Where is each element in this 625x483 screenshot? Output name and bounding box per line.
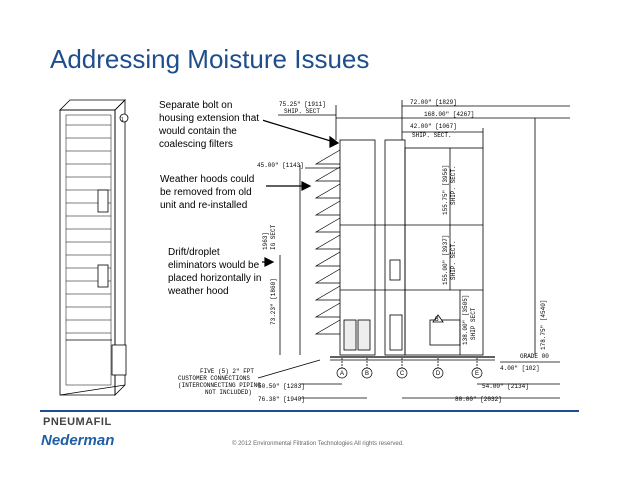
- callout-bolt: Separate bolt on housing extension that …: [159, 99, 263, 151]
- dim-top-3: 72.00" [1829]: [410, 99, 457, 106]
- grid-marker-label: E: [475, 371, 479, 377]
- dim-left-4: 73.23" [1860]: [270, 278, 277, 325]
- dim-bottom-3: 54.00" [2134]: [482, 383, 529, 390]
- footer-rule: [40, 410, 579, 412]
- item-marker: 1: [121, 117, 124, 123]
- dim-top-4: 168.00" [4267]: [424, 111, 474, 118]
- connections-note-3: (INTERCONNECTING PIPING: [178, 382, 261, 389]
- callout-eliminators: Drift/droplet eliminators would be place…: [168, 246, 262, 298]
- grade-dim: 4.00" [102]: [500, 365, 540, 372]
- dim-top-5: 42.00" [1067]: [410, 123, 457, 130]
- isometric-unit-view: [59, 99, 129, 396]
- brand-logo-nederman: Nederman: [41, 432, 115, 449]
- dim-top-6: SHIP. SECT.: [412, 132, 452, 139]
- weather-hood-louver: [314, 234, 341, 250]
- weather-hood-louver: [314, 319, 341, 335]
- dim-left-3: IG SECT: [270, 224, 277, 250]
- weather-hood-louver: [314, 285, 341, 301]
- callout-weather-hoods: Weather hoods could be removed from old …: [160, 173, 266, 212]
- dim-bottom-4: 80.00" [2032]: [455, 396, 502, 403]
- slide-title: Addressing Moisture Issues: [50, 44, 370, 74]
- connections-note-1: FIVE (5) 2" FPT: [200, 368, 254, 375]
- weather-hood-louver: [314, 268, 341, 284]
- grade-label: GRADE 00: [520, 353, 549, 360]
- weather-hood-louver: [314, 217, 341, 233]
- grid-markers: A B C D E: [336, 367, 483, 379]
- grid-marker-label: D: [436, 371, 441, 377]
- grid-marker-label: A: [340, 371, 344, 377]
- weather-hood-louver: [314, 251, 341, 267]
- elevation-view: [257, 100, 570, 399]
- dim-left-2: 1963]: [262, 232, 269, 250]
- dim-top-1: 75.25" [1911]: [279, 101, 326, 108]
- grid-marker-label: B: [365, 371, 369, 377]
- grid-marker-label: C: [400, 371, 405, 377]
- brand-logo-pneumafil: PNEUMAFIL: [43, 416, 112, 428]
- dim-left-1: 45.00" [1143]: [257, 162, 304, 169]
- grid-marker-circle: [396, 367, 408, 379]
- connections-note-4: NOT INCLUDED): [205, 389, 252, 396]
- dim-right-1: 155.75" [3956]: [442, 165, 449, 215]
- weather-hood-louver: [314, 166, 341, 182]
- dim-right-2: SHIP. SECT.: [450, 165, 457, 205]
- dim-bottom-1: 50.50" [1283]: [258, 383, 305, 390]
- dim-right-3: 155.00" [3937]: [442, 235, 449, 285]
- copyright-notice: © 2012 Environmental Filtration Technolo…: [232, 441, 404, 447]
- weather-hood-louver: [314, 302, 341, 318]
- grid-marker-circle: [336, 367, 348, 379]
- connections-note-2: CUSTOMER CONNECTIONS: [178, 375, 250, 382]
- tag-marker: B: [435, 316, 439, 323]
- dim-bottom-2: 76.38" [1940]: [258, 396, 305, 403]
- weather-hood-louver: [314, 200, 341, 216]
- grid-marker-circle: [432, 367, 444, 379]
- grid-marker-circle: [361, 367, 373, 379]
- weather-hood-louver: [314, 183, 341, 199]
- grid-marker-circle: [471, 367, 483, 379]
- dim-right-5: 138.00" [3505]: [462, 295, 469, 345]
- weather-hood-louver: [314, 149, 341, 165]
- dim-top-2: SHIP. SECT: [284, 108, 320, 115]
- dim-right-4: SHIP. SECT.: [450, 240, 457, 280]
- dim-right-7: 178.75" [4540]: [540, 300, 547, 350]
- dim-right-6: SHIP SECT: [470, 307, 477, 340]
